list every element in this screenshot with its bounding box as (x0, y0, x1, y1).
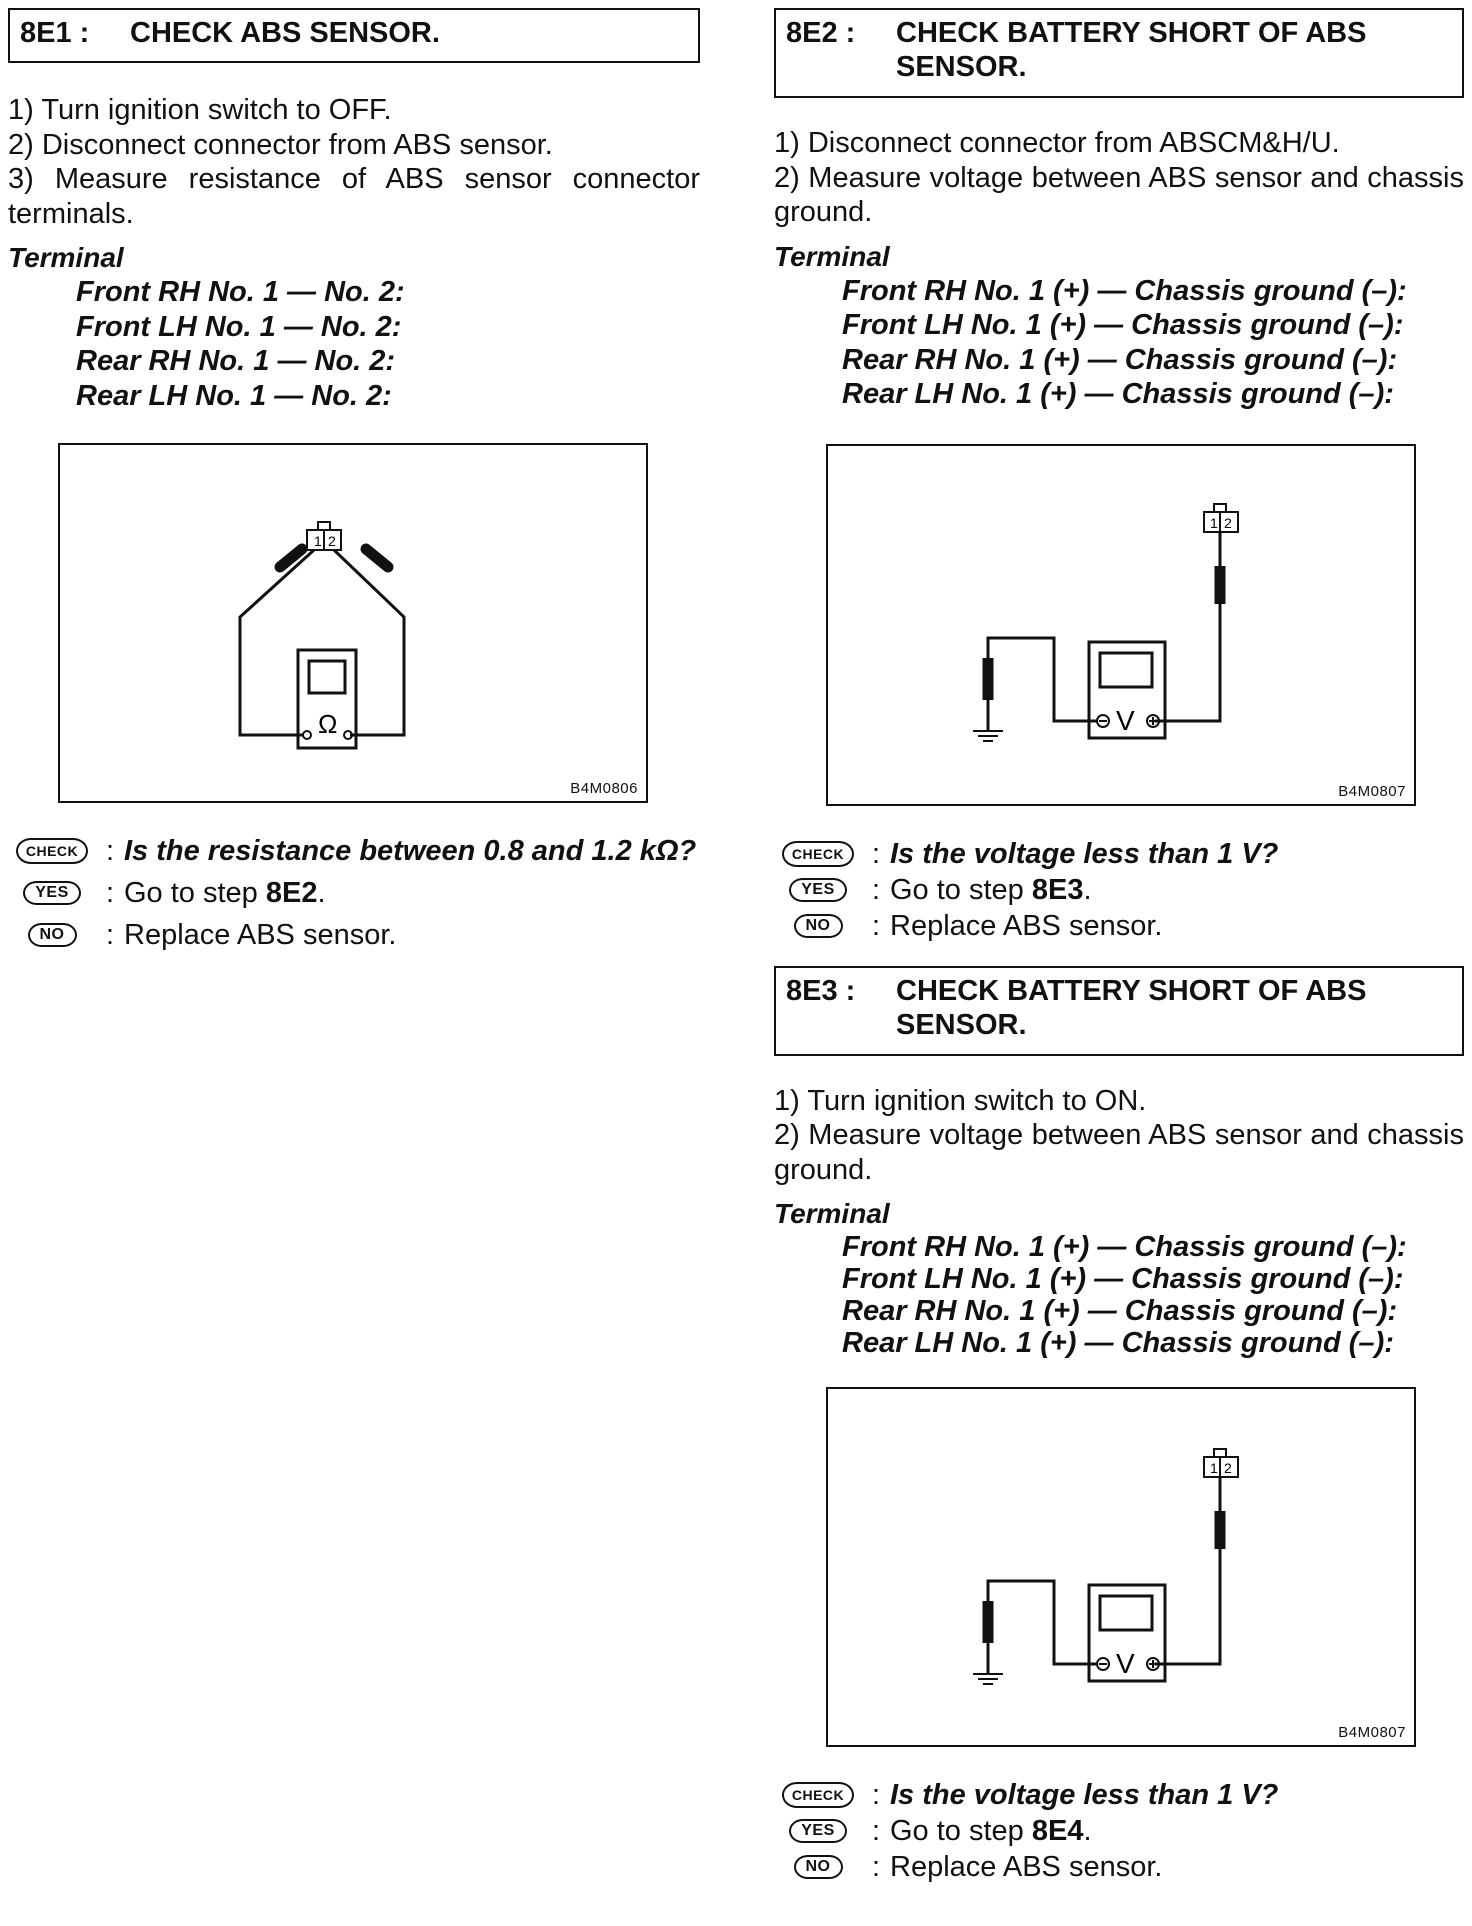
yes-row: YES : Go to step 8E3. (774, 872, 1464, 908)
no-row: NO : Replace ABS sensor. (774, 908, 1464, 944)
step-code: 8E2 : (786, 17, 856, 49)
procedure-list: 1) Turn ignition switch to ON. 2) Measur… (774, 1084, 1464, 1188)
no-action: Replace ABS sensor. (890, 909, 1163, 942)
terminal-item: Rear RH No. 1 (+) — Chassis ground (–): (842, 1295, 1398, 1327)
figure-code: B4M0806 (570, 780, 638, 797)
connector-pin-1: 1 (314, 533, 322, 549)
yes-action: Go to step 8E3. (890, 873, 1092, 906)
yes-action: Go to step 8E2. (124, 877, 326, 909)
check-badge-icon: CHECK (781, 1782, 855, 1808)
connector-pin-1: 1 (1210, 515, 1218, 531)
terminal-item: Front LH No. 1 — No. 2: (76, 310, 402, 343)
procedure-step: 2) Measure voltage between ABS sensor an… (774, 161, 1464, 229)
ohmmeter-diagram-drawing: 1 2 Ω (238, 521, 406, 750)
ohm-symbol: Ω (318, 709, 337, 739)
figure-code: B4M0807 (1338, 1724, 1406, 1741)
no-badge-icon: NO (793, 913, 843, 938)
no-row: NO : Replace ABS sensor. (774, 1849, 1464, 1885)
procedure-step: 2) Measure voltage between ABS sensor an… (774, 1119, 1464, 1186)
check-question: Is the voltage less than 1 V? (890, 837, 1279, 870)
step-header-8e1: 8E1 : CHECK ABS SENSOR. (8, 8, 700, 63)
figure-code: B4M0807 (1338, 782, 1406, 800)
terminal-item: Front LH No. 1 (+) — Chassis ground (–): (842, 1263, 1404, 1295)
yes-row: YES : Go to step 8E2. (8, 875, 700, 911)
check-question: Is the resistance between 0.8 and 1.2 kΩ… (124, 835, 697, 867)
step-header-8e2: 8E2 : CHECK BATTERY SHORT OF ABS SENSOR. (774, 8, 1464, 98)
terminal-item: Front RH No. 1 — No. 2: (76, 276, 405, 308)
step-header-8e3: 8E3 : CHECK BATTERY SHORT OF ABS SENSOR. (774, 965, 1464, 1056)
yes-badge-icon: YES (789, 1819, 847, 1843)
right-column: 8E2 : CHECK BATTERY SHORT OF ABS SENSOR.… (774, 0, 1464, 1891)
no-action: Replace ABS sensor. (124, 919, 397, 951)
section-8e1: 8E1 : CHECK ABS SENSOR. 1) Turn ignition… (8, 0, 700, 959)
voltmeter-diagram-drawing: 1 2 V (973, 502, 1239, 742)
connector-pin-2: 2 (1224, 1460, 1232, 1476)
terminal-item: Front RH No. 1 (+) — Chassis ground (–): (842, 1231, 1407, 1263)
section-8e2: 8E2 : CHECK BATTERY SHORT OF ABS SENSOR.… (774, 8, 1464, 944)
check-badge-icon: CHECK (781, 840, 855, 867)
next-step-ref: 8E4 (1031, 1815, 1084, 1847)
check-result-block: CHECK : Is the voltage less than 1 V? YE… (774, 836, 1464, 944)
step-title: CHECK ABS SENSOR. (130, 17, 440, 49)
terminal-item: Rear LH No. 1 (+) — Chassis ground (–): (842, 378, 1394, 410)
check-row: CHECK : Is the voltage less than 1 V? (774, 1777, 1464, 1813)
yes-badge-icon: YES (23, 881, 81, 905)
connector-pin-1: 1 (1210, 1460, 1218, 1476)
voltmeter-diagram-drawing: 1 2 V (973, 1448, 1239, 1685)
next-step-ref: 8E2 (265, 877, 318, 909)
check-result-block: CHECK : Is the voltage less than 1 V? YE… (774, 1777, 1464, 1885)
procedure-step: 1) Disconnect connector from ABSCM&H/U. (774, 127, 1340, 159)
no-action: Replace ABS sensor. (890, 1851, 1163, 1883)
check-question: Is the voltage less than 1 V? (890, 1779, 1279, 1811)
procedure-list: 1) Disconnect connector from ABSCM&H/U. … (774, 126, 1464, 230)
voltmeter-diagram: 1 2 V B4M0807 (826, 443, 1416, 806)
step-code: 8E3 : (786, 974, 856, 1007)
next-step-ref: 8E3 (1031, 873, 1084, 906)
terminal-list: Front RH No. 1 — No. 2: Front LH No. 1 —… (8, 275, 700, 413)
check-badge-icon: CHECK (15, 838, 89, 864)
terminal-list: Front RH No. 1 (+) — Chassis ground (–):… (774, 1231, 1464, 1359)
terminal-item: Rear LH No. 1 (+) — Chassis ground (–): (842, 1327, 1394, 1359)
yes-row: YES : Go to step 8E4. (774, 1813, 1464, 1849)
voltmeter-diagram: 1 2 V B4M0807 (826, 1387, 1416, 1747)
procedure-list: 1) Turn ignition switch to OFF. 2) Disco… (8, 93, 700, 231)
check-row: CHECK : Is the resistance between 0.8 an… (8, 833, 700, 869)
terminal-item: Front RH No. 1 (+) — Chassis ground (–): (842, 274, 1407, 307)
step-title: CHECK BATTERY SHORT OF ABS SENSOR. (896, 17, 1367, 83)
step-title: CHECK BATTERY SHORT OF ABS SENSOR. (896, 974, 1367, 1041)
connector-pin-2: 2 (328, 533, 336, 549)
check-result-block: CHECK : Is the resistance between 0.8 an… (8, 833, 700, 953)
no-badge-icon: NO (793, 1855, 843, 1879)
terminal-list: Front RH No. 1 (+) — Chassis ground (–):… (774, 274, 1464, 412)
section-8e3: 8E3 : CHECK BATTERY SHORT OF ABS SENSOR.… (774, 965, 1464, 1886)
terminal-label: Terminal (774, 1198, 890, 1229)
ohmmeter-diagram: 1 2 Ω B4M0806 (58, 443, 648, 803)
procedure-step: 3) Measure resistance of ABS sensor conn… (8, 163, 700, 230)
terminal-label: Terminal (8, 242, 124, 273)
terminal-item: Front LH No. 1 (+) — Chassis ground (–): (842, 309, 1404, 341)
volt-symbol: V (1116, 705, 1135, 736)
volt-symbol: V (1116, 1648, 1135, 1679)
yes-badge-icon: YES (789, 877, 847, 902)
terminal-item: Rear LH No. 1 — No. 2: (76, 379, 392, 412)
no-row: NO : Replace ABS sensor. (8, 917, 700, 953)
procedure-step: 2) Disconnect connector from ABS sensor. (8, 128, 553, 161)
procedure-step: 1) Turn ignition switch to OFF. (8, 94, 392, 126)
yes-action: Go to step 8E4. (890, 1815, 1092, 1847)
no-badge-icon: NO (27, 923, 77, 947)
terminal-label: Terminal (774, 240, 890, 272)
procedure-step: 1) Turn ignition switch to ON. (774, 1084, 1147, 1117)
terminal-item: Rear RH No. 1 (+) — Chassis ground (–): (842, 343, 1398, 376)
check-row: CHECK : Is the voltage less than 1 V? (774, 836, 1464, 872)
terminal-item: Rear RH No. 1 — No. 2: (76, 345, 396, 377)
connector-pin-2: 2 (1224, 515, 1232, 531)
step-code: 8E1 : (20, 17, 90, 49)
